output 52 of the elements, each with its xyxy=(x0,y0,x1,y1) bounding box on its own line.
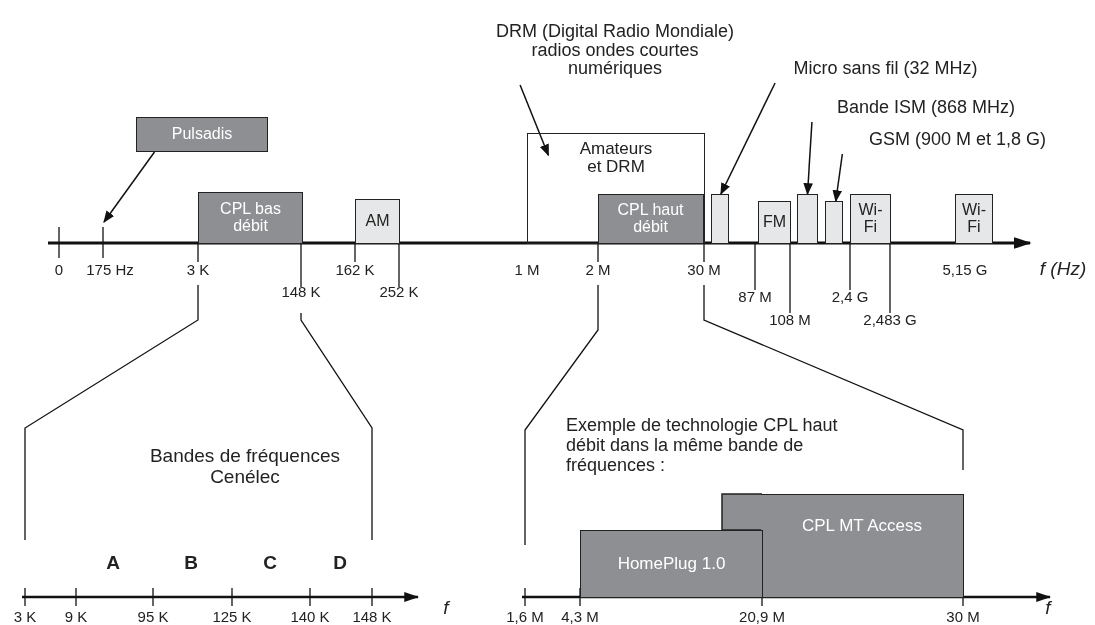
tick-label: 148 K xyxy=(351,609,393,625)
band-letter: C xyxy=(262,553,278,574)
note-text: Bandes de fréquences Cenélec xyxy=(148,446,342,488)
tick-label: 4,3 M xyxy=(560,609,600,625)
tick-label: 30 M xyxy=(945,609,981,625)
tick-label: 108 M xyxy=(768,312,812,329)
leader-arrow xyxy=(832,153,844,203)
callout-text: GSM (900 M et 1,8 G) xyxy=(835,124,1080,154)
tick-label: 2 M xyxy=(584,262,612,279)
callout-text: DRM (Digital Radio Mondiale) radios ondes courtes numériques xyxy=(485,15,745,85)
band-box: FM xyxy=(758,201,791,244)
tick-label: 162 K xyxy=(334,262,376,279)
band-box: Wi-Fi xyxy=(955,194,993,244)
tick-label: 2,4 G xyxy=(830,289,870,306)
band-box: CPL bas débit xyxy=(198,192,303,244)
band-letter: B xyxy=(183,553,199,574)
band-box xyxy=(711,194,729,244)
tick-label: 1 M xyxy=(513,262,541,279)
band-box xyxy=(797,194,818,244)
tick-label: 148 K xyxy=(280,284,322,301)
band-box: Pulsadis xyxy=(136,117,268,152)
tick-label: 3 K xyxy=(185,262,211,279)
tick-label: 9 K xyxy=(63,609,89,625)
band-box: Amateurs et DRM CPL haut débit xyxy=(527,133,705,244)
leader-arrow xyxy=(519,84,550,157)
band-box: AM xyxy=(355,199,400,244)
band-box: Wi-Fi xyxy=(850,194,891,244)
tick-label: 95 K xyxy=(136,609,170,625)
leader-arrow xyxy=(720,82,776,196)
band-letter: D xyxy=(332,553,348,574)
tick-label: 252 K xyxy=(378,284,420,301)
note-text: Exemple de technologie CPL haut débit dans la même bande de fréquences : xyxy=(566,416,839,476)
callout-text: Bande ISM (868 MHz) xyxy=(802,92,1050,122)
tick-label: 5,15 G xyxy=(941,262,989,279)
leader-arrow xyxy=(103,151,156,223)
axis-label: f xyxy=(442,598,451,619)
tick-label: 140 K xyxy=(289,609,331,625)
band-box: CPL MT Access xyxy=(761,494,964,598)
callout-text: Micro sans fil (32 MHz) xyxy=(758,53,1013,83)
band-letter: A xyxy=(105,553,121,574)
axis-label: f xyxy=(1044,598,1053,619)
tick-label: 175 Hz xyxy=(85,262,135,279)
tick-label: 87 M xyxy=(737,289,773,306)
axis-label: f (Hz) xyxy=(1038,259,1088,280)
band-box xyxy=(825,201,843,244)
tick-label: 30 M xyxy=(686,262,722,279)
tick-label: 3 K xyxy=(12,609,38,625)
tick-label: 20,9 M xyxy=(738,609,786,625)
band-box: CPL haut débit xyxy=(597,193,704,244)
tick-label: 2,483 G xyxy=(862,312,918,329)
leader-arrow xyxy=(803,121,813,196)
tick-label: 125 K xyxy=(211,609,253,625)
